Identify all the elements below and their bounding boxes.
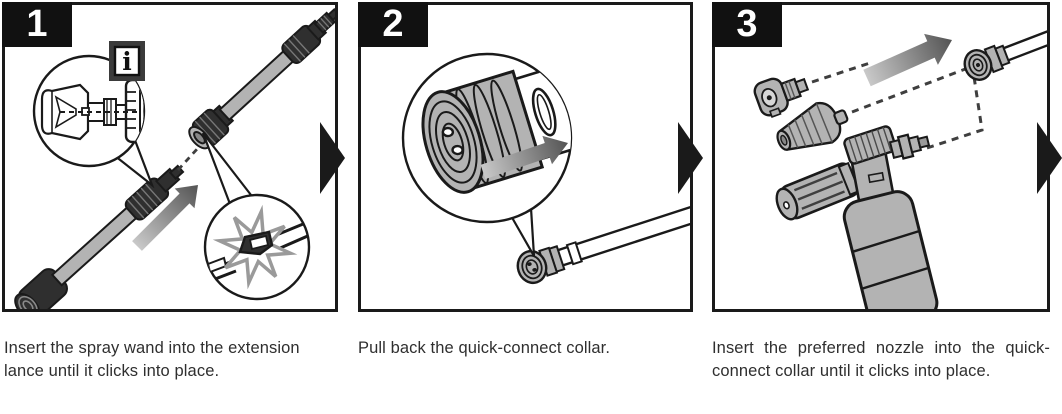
direction-arrow-icon (481, 136, 568, 179)
spray-wand (960, 9, 1050, 84)
step-number-badge: 1 (2, 2, 72, 47)
spray-nozzle (752, 68, 812, 119)
turbo-nozzle (771, 95, 854, 161)
alignment-dashes (178, 148, 198, 170)
step-1-illustration: i (2, 2, 338, 312)
step-2-panel: 2 (358, 2, 703, 312)
collar-detail (412, 46, 618, 199)
direction-arrow-icon (132, 185, 198, 251)
callout-tail (203, 133, 251, 204)
foam-cannon-bottle (841, 188, 940, 312)
step-2-illustration (358, 2, 693, 312)
foam-cannon (772, 125, 940, 312)
foam-cannon-connector (889, 130, 930, 160)
step-1-panel: i 1 (2, 2, 345, 312)
spray-wand (514, 194, 693, 287)
info-icon: i (109, 41, 145, 81)
svg-text:i: i (122, 47, 132, 76)
step-3-panel: 3 (712, 2, 1062, 312)
step-number-badge: 2 (358, 2, 428, 47)
connector-detail (42, 80, 164, 142)
click-detail-content (202, 212, 310, 284)
step-3-illustration (712, 2, 1050, 312)
extension-lance (184, 2, 338, 153)
next-step-arrow-icon (1037, 122, 1062, 194)
spray-wand (10, 157, 191, 312)
foam-cannon-knob (843, 125, 897, 165)
next-step-arrow-icon (678, 122, 703, 194)
guide-dashes (812, 63, 982, 148)
step-2-caption: Pull back the quick-connect collar. (358, 338, 611, 357)
direction-arrow-icon (863, 34, 952, 86)
step-3-caption: Insert the preferred nozzle into the qui… (712, 338, 1050, 380)
step-1-caption: Insert the spray wand into the extension… (4, 338, 300, 380)
step-number-badge: 3 (712, 2, 782, 47)
